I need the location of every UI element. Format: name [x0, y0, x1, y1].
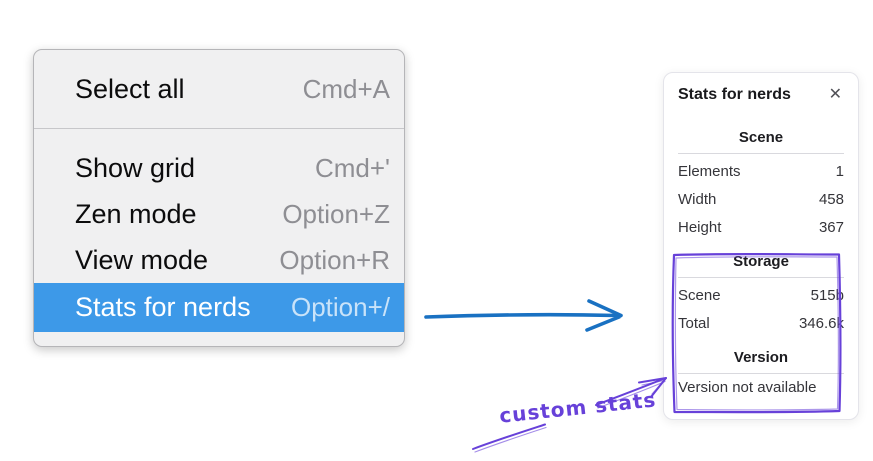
- stat-value: 458: [818, 191, 844, 208]
- stat-value: 367: [818, 219, 844, 236]
- stat-row-height: Height 367: [678, 214, 844, 242]
- stat-label: Elements: [678, 163, 741, 180]
- stat-label: Height: [678, 219, 722, 236]
- menu-item-view-mode[interactable]: View mode Option+R: [34, 237, 404, 283]
- stat-label: Width: [678, 191, 717, 208]
- menu-item-shortcut: Cmd+': [314, 152, 390, 183]
- section-divider: [678, 153, 844, 154]
- menu-item-shortcut: Option+/: [290, 292, 390, 322]
- menu-item-label: Select all: [75, 73, 185, 104]
- close-icon[interactable]: ✕: [828, 86, 842, 103]
- stat-label: Scene: [678, 287, 721, 304]
- context-menu: Select all Cmd+A Show grid Cmd+' Zen mod…: [33, 49, 405, 347]
- menu-section: Show grid Cmd+' Zen mode Option+Z View m…: [34, 129, 404, 332]
- version-section-heading: Version: [733, 349, 789, 366]
- stats-panel-title: Stats for nerds: [678, 86, 791, 103]
- menu-item-label: View mode: [75, 244, 209, 275]
- connector-arrow: [424, 299, 623, 332]
- storage-section-heading: Storage: [733, 253, 789, 270]
- menu-item-label: Stats for nerds: [75, 292, 251, 322]
- menu-item-label: Zen mode: [75, 198, 197, 229]
- menu-item-show-grid[interactable]: Show grid Cmd+': [34, 145, 404, 191]
- stats-panel: Stats for nerds ✕ Scene Elements 1 Width…: [663, 72, 859, 420]
- menu-item-shortcut: Cmd+A: [302, 73, 390, 104]
- stat-value: 1: [835, 163, 844, 180]
- version-note: Version not available: [678, 379, 817, 396]
- section-divider: [678, 277, 844, 278]
- stat-row-scene-storage: Scene 515b: [678, 282, 844, 310]
- stat-row-elements: Elements 1: [678, 158, 844, 186]
- stat-value: 346.6k: [798, 315, 844, 332]
- section-divider: [678, 373, 844, 374]
- stat-value: 515b: [810, 287, 844, 304]
- annotation-text: custom stats: [498, 387, 658, 428]
- menu-item-zen-mode[interactable]: Zen mode Option+Z: [34, 191, 404, 237]
- menu-divider: [34, 128, 404, 129]
- menu-item-shortcut: Option+R: [279, 244, 390, 275]
- scene-section-heading: Scene: [738, 129, 784, 146]
- stat-label: Total: [678, 315, 710, 332]
- menu-item-label: Show grid: [75, 152, 196, 183]
- menu-item-shortcut: Option+Z: [282, 198, 390, 229]
- menu-item-select-all[interactable]: Select all Cmd+A: [34, 50, 404, 128]
- menu-item-stats-for-nerds[interactable]: Stats for nerds Option+/: [34, 283, 404, 332]
- stat-row-width: Width 458: [678, 186, 844, 214]
- stats-panel-header: Stats for nerds ✕: [678, 86, 844, 104]
- stat-row-total-storage: Total 346.6k: [678, 310, 844, 338]
